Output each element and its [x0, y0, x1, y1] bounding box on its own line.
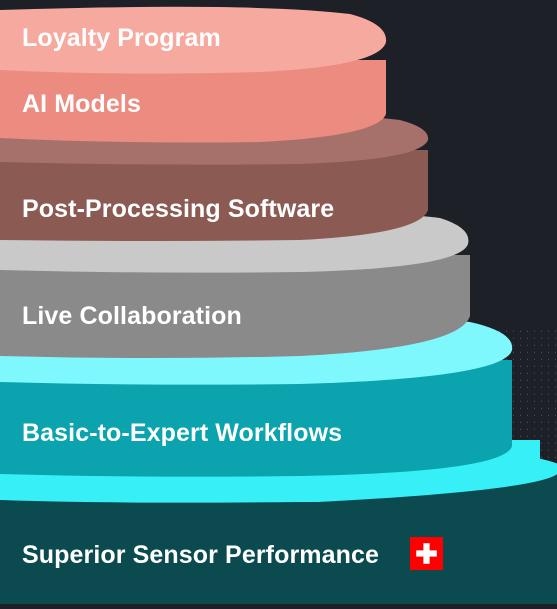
tier-label-live-collaboration: Live Collaboration [22, 302, 242, 330]
swiss-flag-icon [410, 537, 443, 570]
tier-label-superior-sensor-performance: Superior Sensor Performance [22, 541, 379, 569]
tier-label-loyalty-program: Loyalty Program [22, 24, 221, 52]
tier-label-post-processing-software: Post-Processing Software [22, 195, 335, 223]
tier-label-ai-models: AI Models [22, 90, 141, 118]
tier-label-basic-to-expert-workflows: Basic-to-Expert Workflows [22, 419, 343, 447]
tier-loyalty-program [0, 6, 387, 74]
tier-ai-models [0, 60, 386, 143]
